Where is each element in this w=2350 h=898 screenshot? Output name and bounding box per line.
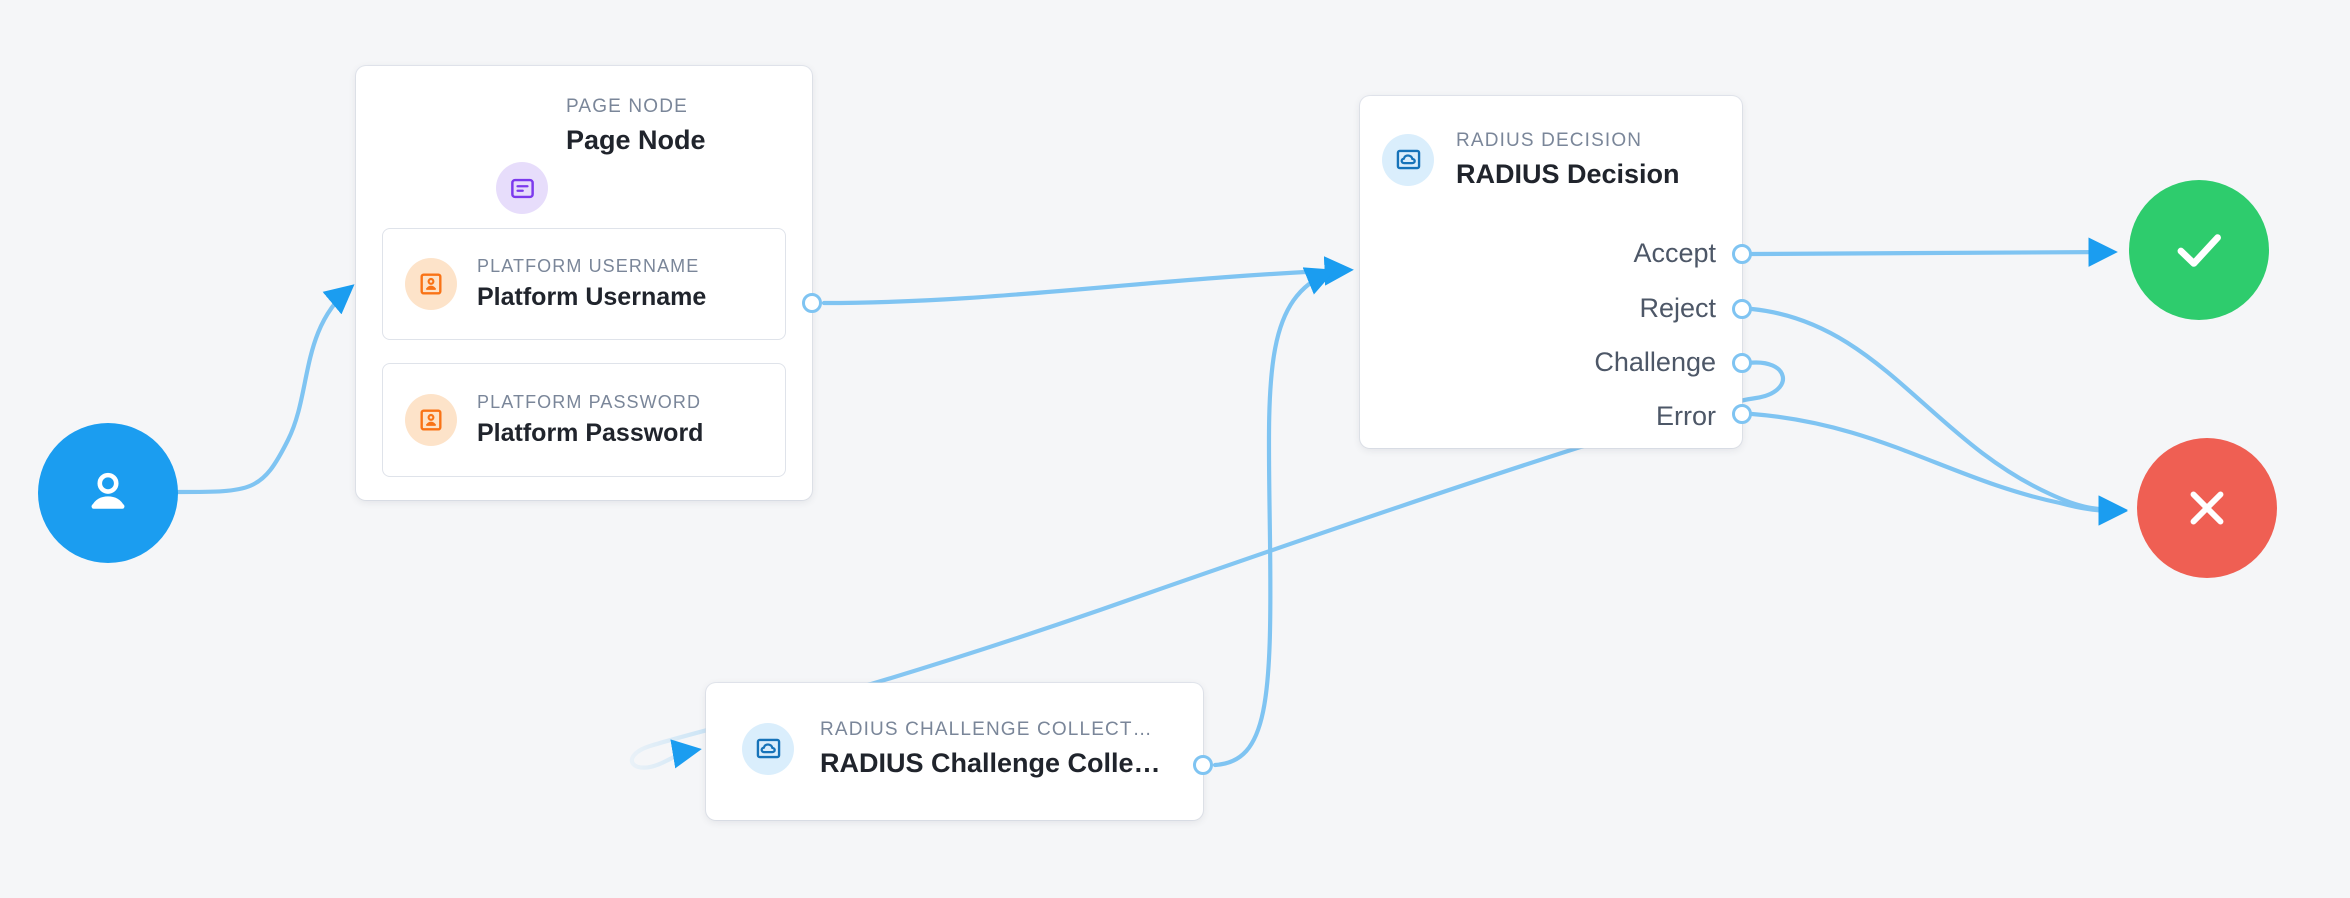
- user-icon: [91, 472, 125, 509]
- port-reject-output[interactable]: [1732, 299, 1752, 319]
- cloud-card-icon: [742, 722, 794, 775]
- edge-reject-to-failure: [1749, 306, 2128, 525]
- field-username-kicker: PLATFORM USERNAME: [477, 256, 700, 277]
- user-card-icon-glyph: [420, 273, 442, 295]
- page-node-card[interactable]: PAGE NODE Page Node PLATFORM USERNAME Pl…: [356, 66, 812, 500]
- port-accept-output[interactable]: [1732, 244, 1752, 264]
- page-icon: [496, 162, 548, 214]
- radius-challenge-collector-kicker: RADIUS CHALLENGE COLLECT…: [820, 719, 1153, 740]
- field-platform-password[interactable]: PLATFORM PASSWORD Platform Password: [382, 363, 786, 477]
- cloud-card-icon-glyph: [756, 739, 780, 759]
- failure-node[interactable]: [2137, 438, 2277, 578]
- radius-decision-title: RADIUS Decision: [1456, 158, 1680, 189]
- page-icon-glyph: [510, 178, 534, 198]
- radius-challenge-collector-header: RADIUS CHALLENGE COLLECT… RADIUS Challen…: [706, 683, 1203, 781]
- check-icon: [2177, 234, 2221, 267]
- output-row-error[interactable]: Error: [1656, 401, 1716, 431]
- user-card-icon-glyph: [420, 409, 442, 431]
- edge-accept-to-success: [1749, 237, 2118, 267]
- port-challenge-output[interactable]: [1732, 353, 1752, 373]
- radius-decision-kicker: RADIUS DECISION: [1456, 130, 1643, 151]
- output-row-challenge[interactable]: Challenge: [1594, 347, 1716, 377]
- field-username-title: Platform Username: [477, 283, 707, 312]
- user-card-icon: [405, 258, 457, 310]
- radius-challenge-collector-card[interactable]: RADIUS CHALLENGE COLLECT… RADIUS Challen…: [706, 683, 1203, 820]
- port-platform-username-output[interactable]: [802, 293, 822, 313]
- close-icon: [2190, 491, 2224, 525]
- port-error-output[interactable]: [1732, 404, 1752, 424]
- edge-page-node-to-radius-decision: [821, 256, 1354, 306]
- edge-collector-to-radius-decision: [1212, 267, 1336, 768]
- edge-start-to-page-node: [175, 284, 355, 495]
- page-node-title: Page Node: [566, 124, 706, 155]
- radius-decision-card[interactable]: RADIUS DECISION RADIUS Decision Accept R…: [1360, 96, 1742, 448]
- cloud-card-icon: [1382, 133, 1434, 186]
- field-password-title: Platform Password: [477, 419, 704, 448]
- page-node-header: PAGE NODE Page Node: [356, 66, 812, 214]
- radius-challenge-collector-title: RADIUS Challenge Colle…: [820, 747, 1161, 778]
- field-password-kicker: PLATFORM PASSWORD: [477, 392, 702, 413]
- port-collector-output[interactable]: [1193, 755, 1213, 775]
- edge-error-to-failure: [1749, 411, 2128, 526]
- radius-decision-header: RADIUS DECISION RADIUS Decision: [1360, 96, 1742, 192]
- page-node-kicker: PAGE NODE: [566, 96, 688, 117]
- cloud-card-icon-glyph: [1396, 150, 1420, 170]
- output-row-reject[interactable]: Reject: [1639, 293, 1716, 323]
- success-node[interactable]: [2129, 180, 2269, 320]
- start-node[interactable]: [38, 423, 178, 563]
- field-platform-username[interactable]: PLATFORM USERNAME Platform Username: [382, 228, 786, 340]
- user-card-icon: [405, 394, 457, 446]
- output-row-accept[interactable]: Accept: [1633, 238, 1716, 268]
